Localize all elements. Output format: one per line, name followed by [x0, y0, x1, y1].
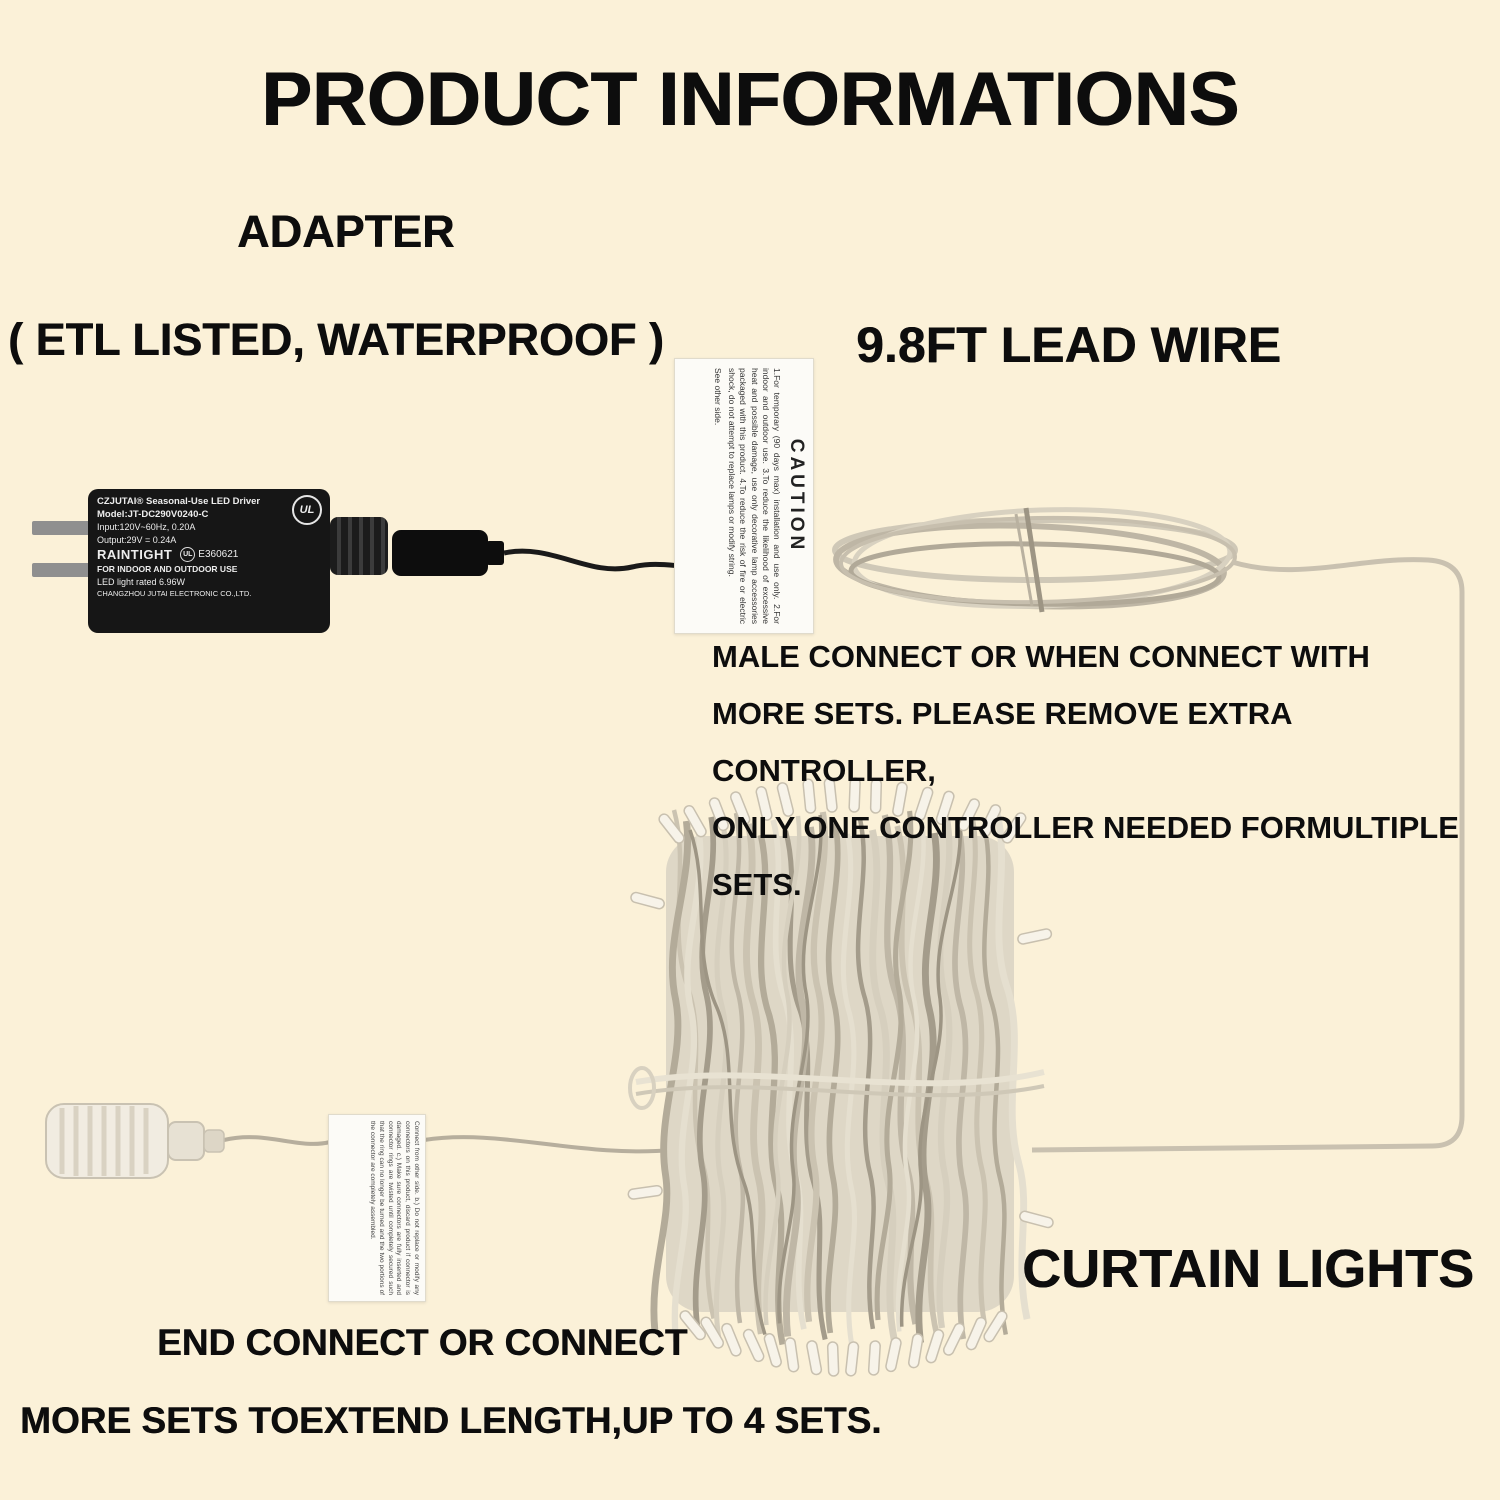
adapter-manufacturer: CHANGZHOU JUTAI ELECTRONIC CO.,LTD. [97, 589, 252, 598]
plug-prong-bottom [32, 563, 90, 577]
adapter: CZJUTAI® Seasonal-Use LED Driver Model:J… [88, 489, 330, 633]
male-connect-note-line1: MALE CONNECT OR WHEN CONNECT WITH [712, 639, 1370, 674]
male-connect-note-line3: ONLY ONE CONTROLLER NEEDED FORMULTIPLE S… [712, 810, 1459, 902]
ul-small-icon: UL [180, 547, 196, 562]
caution-tag: CAUTION 1.For temporary (90 days max) in… [674, 358, 814, 634]
adapter-subheading: ( ETL LISTED, WATERPROOF ) [8, 314, 664, 365]
adapter-raintight-label: RAINTIGHT [97, 547, 173, 562]
end-connect-note-line2: MORE SETS TOEXTEND LENGTH,UP TO 4 SETS. [20, 1400, 882, 1441]
end-connector [45, 1103, 225, 1179]
adapter-wattage: LED light rated 6.96W [97, 576, 186, 587]
adapter-input-rating: Input:120V~60Hz, 0.20A [97, 522, 196, 532]
lead-wire-heading: 9.8FT LEAD WIRE [856, 317, 1282, 373]
male-connect-note-line2: MORE SETS. PLEASE REMOVE EXTRA CONTROLLE… [712, 696, 1292, 788]
curtain-lights-bundle [626, 776, 1055, 1378]
ul-mark-icon: UL [292, 495, 322, 525]
adapter-use-line: FOR INDOOR AND OUTDOOR USE [97, 564, 238, 574]
adapter-plug-tip [486, 541, 504, 565]
adapter-cert-number: E360621 [198, 549, 239, 560]
plug-prong-top [32, 521, 90, 535]
connector-tag: Connect from other side. b.) Do not repl… [328, 1114, 426, 1302]
adapter-cord [503, 548, 703, 572]
page-title: PRODUCT INFORMATIONS [260, 57, 1240, 142]
adapter-brand-line: CZJUTAI® Seasonal-Use LED Driver [97, 496, 261, 507]
male-connect-note: MALE CONNECT OR WHEN CONNECT WITH MORE S… [712, 628, 1500, 913]
end-connect-note-line1: END CONNECT OR CONNECT [157, 1322, 688, 1363]
lead-wire-run [1031, 557, 1465, 1153]
caution-body-text: 1.For temporary (90 days max) installati… [727, 368, 782, 624]
bundle-tie [635, 1069, 1045, 1087]
connector-tag-text: Connect from other side. b.) Do not repl… [369, 1121, 420, 1295]
curtain-lights-heading: CURTAIN LIGHTS [1022, 1239, 1474, 1299]
caution-footer-text: See other side. [712, 368, 723, 426]
lead-wire-coil [832, 507, 1238, 613]
adapter-plug-head [392, 530, 488, 576]
adapter-heading: ADAPTER [237, 206, 455, 257]
caution-heading: CAUTION [786, 438, 807, 554]
adapter-cord-barrel [330, 517, 388, 575]
adapter-model: Model:JT-DC290V0240-C [97, 508, 209, 520]
connector-wire [223, 1135, 673, 1154]
adapter-output-rating: Output:29V = 0.24A [97, 534, 177, 545]
